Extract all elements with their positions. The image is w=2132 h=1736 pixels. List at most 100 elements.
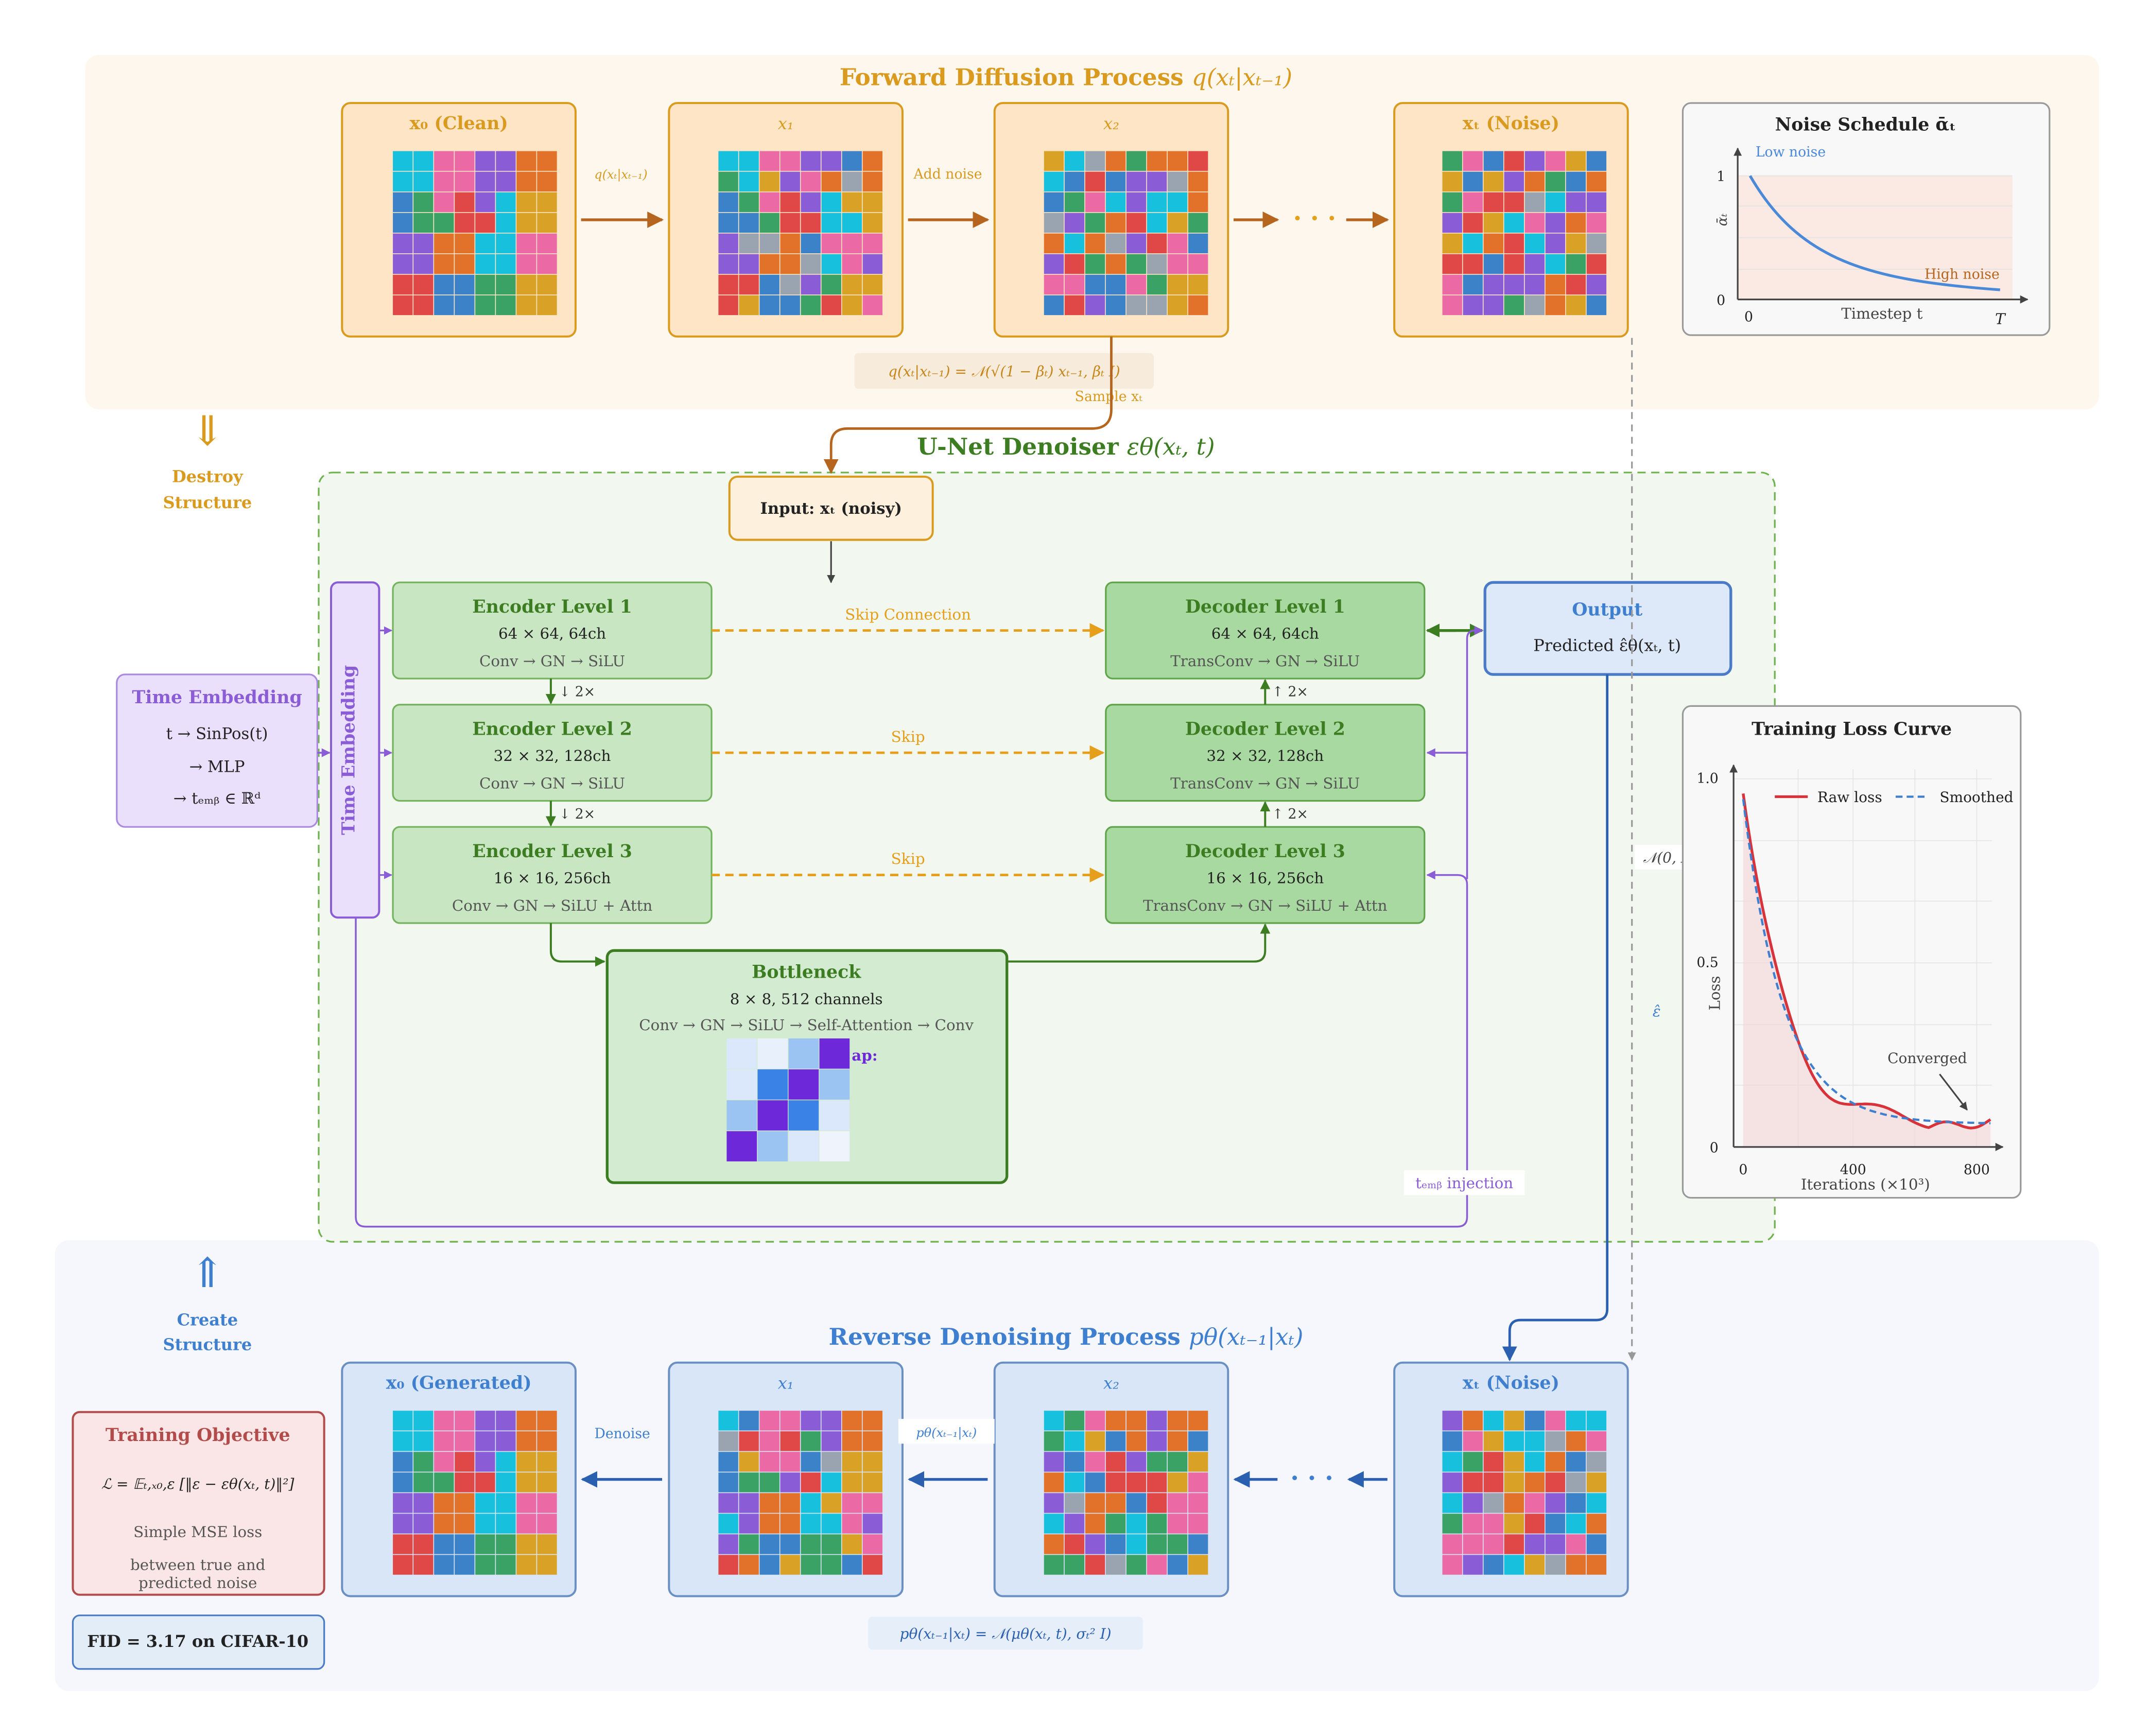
pixel-cell xyxy=(801,1431,821,1451)
pixel-cell xyxy=(1545,1493,1566,1513)
pixel-cell xyxy=(801,254,821,274)
down-label-1: ↓ 2× xyxy=(559,684,595,700)
pixel-cell xyxy=(821,1493,841,1513)
pixel-cell xyxy=(516,233,536,253)
pixel-cell xyxy=(1504,1534,1524,1554)
loss-x-tick-800: 800 xyxy=(1964,1162,1990,1178)
pixel-cell xyxy=(413,151,434,171)
up-label-1: ↑ 2× xyxy=(1272,684,1308,700)
encoder-1-dims: 64 × 64, 64ch xyxy=(498,625,606,643)
loss-y-tick-05: 0.5 xyxy=(1696,954,1718,970)
pixel-cell xyxy=(1463,254,1483,274)
pixel-cell xyxy=(759,1514,779,1534)
forward-frame-x2: x₂ xyxy=(993,102,1229,338)
pixel-cell xyxy=(1167,233,1188,253)
pixel-cell xyxy=(862,151,882,171)
pixel-cell xyxy=(1188,295,1208,316)
pixel-grid xyxy=(718,1411,882,1575)
pixel-grid xyxy=(393,1411,557,1575)
training-objective-note-1: Simple MSE loss xyxy=(133,1523,262,1541)
pixel-cell xyxy=(1167,151,1188,171)
pixel-cell xyxy=(1064,1555,1085,1575)
pixel-cell xyxy=(862,274,882,295)
pixel-cell xyxy=(1126,1514,1147,1534)
pixel-cell xyxy=(496,1534,516,1554)
pixel-cell xyxy=(1105,171,1126,192)
training-loss-plot: Training Loss Curve Raw loss Smoothed 1.… xyxy=(1682,705,2022,1199)
pixel-cell xyxy=(537,1472,557,1492)
pixel-cell xyxy=(455,151,475,171)
pixel-cell xyxy=(862,1411,882,1431)
pixel-cell xyxy=(537,1431,557,1451)
pixel-cell xyxy=(1545,1555,1566,1575)
pixel-cell xyxy=(1167,295,1188,316)
pixel-cell xyxy=(1442,151,1462,171)
pixel-cell xyxy=(1463,1472,1483,1492)
pixel-cell xyxy=(537,1493,557,1513)
pixel-cell xyxy=(1044,233,1064,253)
time-embedding-line-2: → MLP xyxy=(189,758,245,776)
time-embedding-box: Time Embedding t → SinPos(t) → MLP → tₑₘ… xyxy=(116,673,318,828)
noise-x-tick-0: 0 xyxy=(1744,309,1753,325)
pixel-cell xyxy=(780,274,800,295)
attention-cell xyxy=(757,1100,788,1131)
pixel-cell xyxy=(413,1514,434,1534)
up-label-2: ↑ 2× xyxy=(1272,806,1308,822)
noise-y-tick-1: 1 xyxy=(1717,169,1725,185)
pixel-cell xyxy=(455,1431,475,1451)
pixel-cell xyxy=(1188,1514,1208,1534)
pixel-cell xyxy=(739,295,759,316)
pixel-cell xyxy=(1044,1472,1064,1492)
pixel-cell xyxy=(1064,1514,1085,1534)
pixel-cell xyxy=(496,295,516,316)
pixel-cell xyxy=(718,1431,738,1451)
pixel-cell xyxy=(1545,1534,1566,1554)
pixel-cell xyxy=(801,213,821,233)
pixel-cell xyxy=(475,1534,495,1554)
pixel-cell xyxy=(1442,1514,1462,1534)
pixel-cell xyxy=(434,1555,454,1575)
pixel-grid xyxy=(718,151,882,316)
pixel-cell xyxy=(780,192,800,212)
pixel-cell xyxy=(780,1472,800,1492)
frame-label: x₀ (Clean) xyxy=(410,113,508,134)
pixel-cell xyxy=(1566,233,1586,253)
pixel-cell xyxy=(862,1555,882,1575)
attention-cell xyxy=(788,1100,819,1131)
pixel-cell xyxy=(780,1514,800,1534)
pixel-cell xyxy=(1483,254,1503,274)
pixel-cell xyxy=(739,151,759,171)
decoder-1-dims: 64 × 64, 64ch xyxy=(1211,625,1319,643)
pixel-cell xyxy=(842,151,862,171)
pixel-cell xyxy=(1064,1493,1085,1513)
pixel-cell xyxy=(1586,213,1607,233)
pixel-cell xyxy=(537,254,557,274)
pixel-cell xyxy=(862,1534,882,1554)
decoder-level-1: Decoder Level 1 64 × 64, 64ch TransConv … xyxy=(1105,581,1426,680)
pixel-cell xyxy=(718,213,738,233)
pixel-cell xyxy=(434,151,454,171)
pixel-cell xyxy=(862,171,882,192)
pixel-grid xyxy=(393,151,557,316)
pixel-cell xyxy=(475,1431,495,1451)
pixel-cell xyxy=(801,151,821,171)
pixel-cell xyxy=(1463,192,1483,212)
noise-x-tick-T: T xyxy=(1995,310,2006,328)
pixel-cell xyxy=(1147,1431,1167,1451)
pixel-cell xyxy=(1126,151,1147,171)
pixel-cell xyxy=(537,1534,557,1554)
pixel-cell xyxy=(842,1514,862,1534)
pixel-cell xyxy=(1188,192,1208,212)
unet-input-box: Input: xₜ (noisy) xyxy=(728,475,934,541)
loss-title: Training Loss Curve xyxy=(1752,718,1952,739)
pixel-cell xyxy=(1188,1431,1208,1451)
pixel-cell xyxy=(393,254,413,274)
sample-label: Sample xₜ xyxy=(1075,389,1142,405)
pixel-cell xyxy=(496,1411,516,1431)
pixel-cell xyxy=(759,1555,779,1575)
attention-cell xyxy=(819,1131,850,1161)
pixel-cell xyxy=(842,213,862,233)
pixel-cell xyxy=(1463,1431,1483,1451)
pixel-cell xyxy=(393,1555,413,1575)
pixel-cell xyxy=(759,1534,779,1554)
